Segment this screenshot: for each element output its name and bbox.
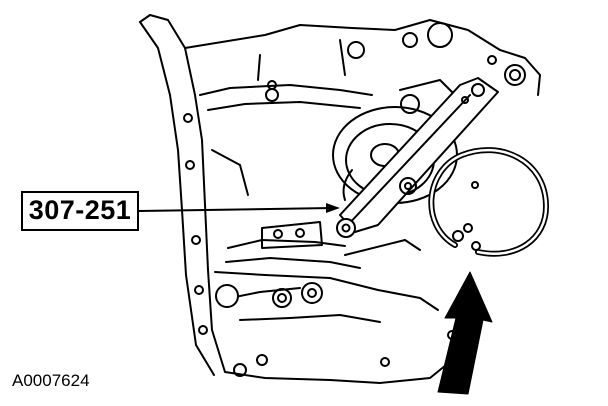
callout-leader-line (138, 207, 333, 212)
lower-linkage (214, 221, 439, 323)
figure-id: A0007624 (12, 371, 90, 390)
tool-bracket (336, 77, 499, 238)
snap-ring (428, 147, 550, 257)
arrow-up-icon (437, 271, 493, 395)
case-outline (139, 14, 541, 384)
tool-callout-label: 307-251 (21, 191, 139, 231)
case-bolt-holes (183, 22, 526, 377)
callout-leader-arrowhead (326, 203, 340, 213)
